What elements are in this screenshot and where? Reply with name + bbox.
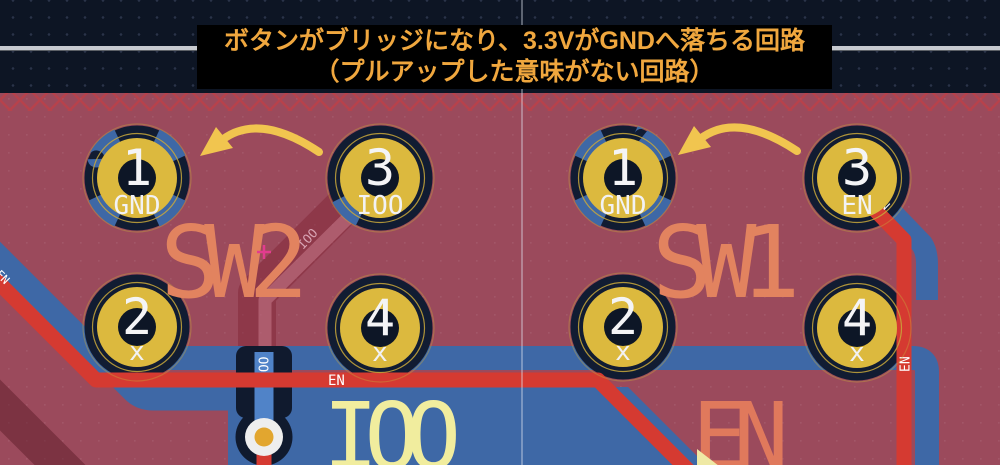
sw1-pad-1[interactable]: 1 GND — [563, 118, 683, 238]
pad-courtyard — [568, 272, 678, 382]
pad-number: 3 — [842, 139, 872, 197]
pad-courtyard — [82, 123, 192, 233]
silkscreen-ref-sw2: SW2 — [160, 204, 300, 321]
drill-hole — [838, 159, 876, 197]
pad-outline — [334, 132, 426, 224]
pad-courtyard — [325, 273, 435, 383]
pad-outline — [811, 132, 903, 224]
pad-net: GND — [600, 191, 647, 221]
pad-net: x — [129, 337, 145, 367]
sw1-pad-2[interactable]: 2 x — [568, 272, 678, 382]
silkscreen-ref-sw1: SW1 — [652, 204, 794, 321]
pad-outline — [334, 282, 426, 374]
blue-trace-left-diagonal[interactable] — [0, 241, 242, 411]
sw2-pad-4[interactable]: 4 x — [325, 273, 435, 383]
drill-hole — [118, 308, 156, 346]
drill-hole — [604, 159, 642, 197]
pad-number: 1 — [608, 139, 638, 197]
sw1-pad-3[interactable]: 3 EN — [802, 123, 912, 233]
pad-outline — [577, 132, 669, 224]
pad-courtyard — [82, 272, 192, 382]
via-hole — [254, 427, 274, 447]
dimmed-trace-io0-core[interactable] — [258, 201, 365, 352]
via[interactable] — [245, 418, 283, 456]
pad-courtyard — [802, 273, 912, 383]
pad-net: GND — [114, 191, 161, 221]
blue-trace-sw1-diagonal[interactable] — [860, 180, 938, 300]
arrow-sw2-pad3-to-pad1 — [200, 124, 323, 156]
red-trace-en-main[interactable] — [0, 273, 696, 465]
pad-outline — [577, 281, 669, 373]
grid-axis-line — [521, 0, 523, 465]
blue-copper-zone[interactable] — [228, 387, 707, 465]
dimmed-trace-io0[interactable] — [238, 184, 366, 352]
drill-hole — [361, 159, 399, 197]
callout-line-1: ボタンがブリッジになり、3.3VがGNDへ落ちる回路 — [224, 27, 805, 55]
pad-courtyard — [325, 123, 435, 233]
arrowhead-icon — [200, 127, 233, 156]
pad-number: 2 — [608, 288, 638, 346]
zone-hatch-band — [0, 93, 1000, 111]
sw2-anchor-cross-icon — [257, 245, 271, 259]
big-net-label-en: EN — [692, 383, 783, 465]
sw2-pad-2[interactable]: 2 x — [82, 272, 192, 382]
blue-trace-horizontal[interactable] — [90, 346, 939, 465]
pad-outline — [91, 281, 183, 373]
pad-number: 3 — [365, 139, 395, 197]
pad-net: IOO — [357, 191, 404, 221]
pad-number: 1 — [122, 139, 152, 197]
annotation-callout: ボタンがブリッジになり、3.3VがGNDへ落ちる回路 （プルアップした意味がない… — [197, 25, 832, 89]
sw2-pad-3[interactable]: 3 IOO — [319, 117, 440, 238]
drill-hole — [604, 308, 642, 346]
canvas-backdrop — [0, 0, 1000, 93]
drill-hole — [118, 159, 156, 197]
callout-line-2: （プルアップした意味がない回路） — [314, 58, 715, 86]
drill-hole — [361, 309, 399, 347]
big-net-label-io0: IOO — [323, 383, 457, 465]
sw2-pad-1[interactable]: 1 GND — [77, 118, 197, 238]
pad-outline — [811, 282, 903, 374]
sw1-pad-4[interactable]: 4 x — [802, 273, 912, 383]
pad-net: x — [372, 338, 388, 368]
pad-courtyard — [568, 123, 678, 233]
pad-net: EN — [841, 191, 872, 221]
yellow-text-fragment — [697, 449, 718, 465]
net-label-en-trace: EN — [328, 373, 345, 389]
pad-courtyard — [802, 123, 912, 233]
net-label-en-vertical: EN — [899, 356, 914, 372]
pad-net: x — [849, 338, 865, 368]
arrowhead-icon — [678, 126, 711, 155]
dimmed-trace-bottom-left[interactable] — [0, 379, 170, 465]
pad-number: 2 — [122, 288, 152, 346]
arrow-sw1-pad3-to-pad1 — [678, 123, 801, 155]
pad-number: 4 — [365, 289, 395, 347]
pad-number: 4 — [842, 289, 872, 347]
pad-outline — [91, 132, 183, 224]
drill-hole — [838, 309, 876, 347]
pad-net: x — [615, 337, 631, 367]
